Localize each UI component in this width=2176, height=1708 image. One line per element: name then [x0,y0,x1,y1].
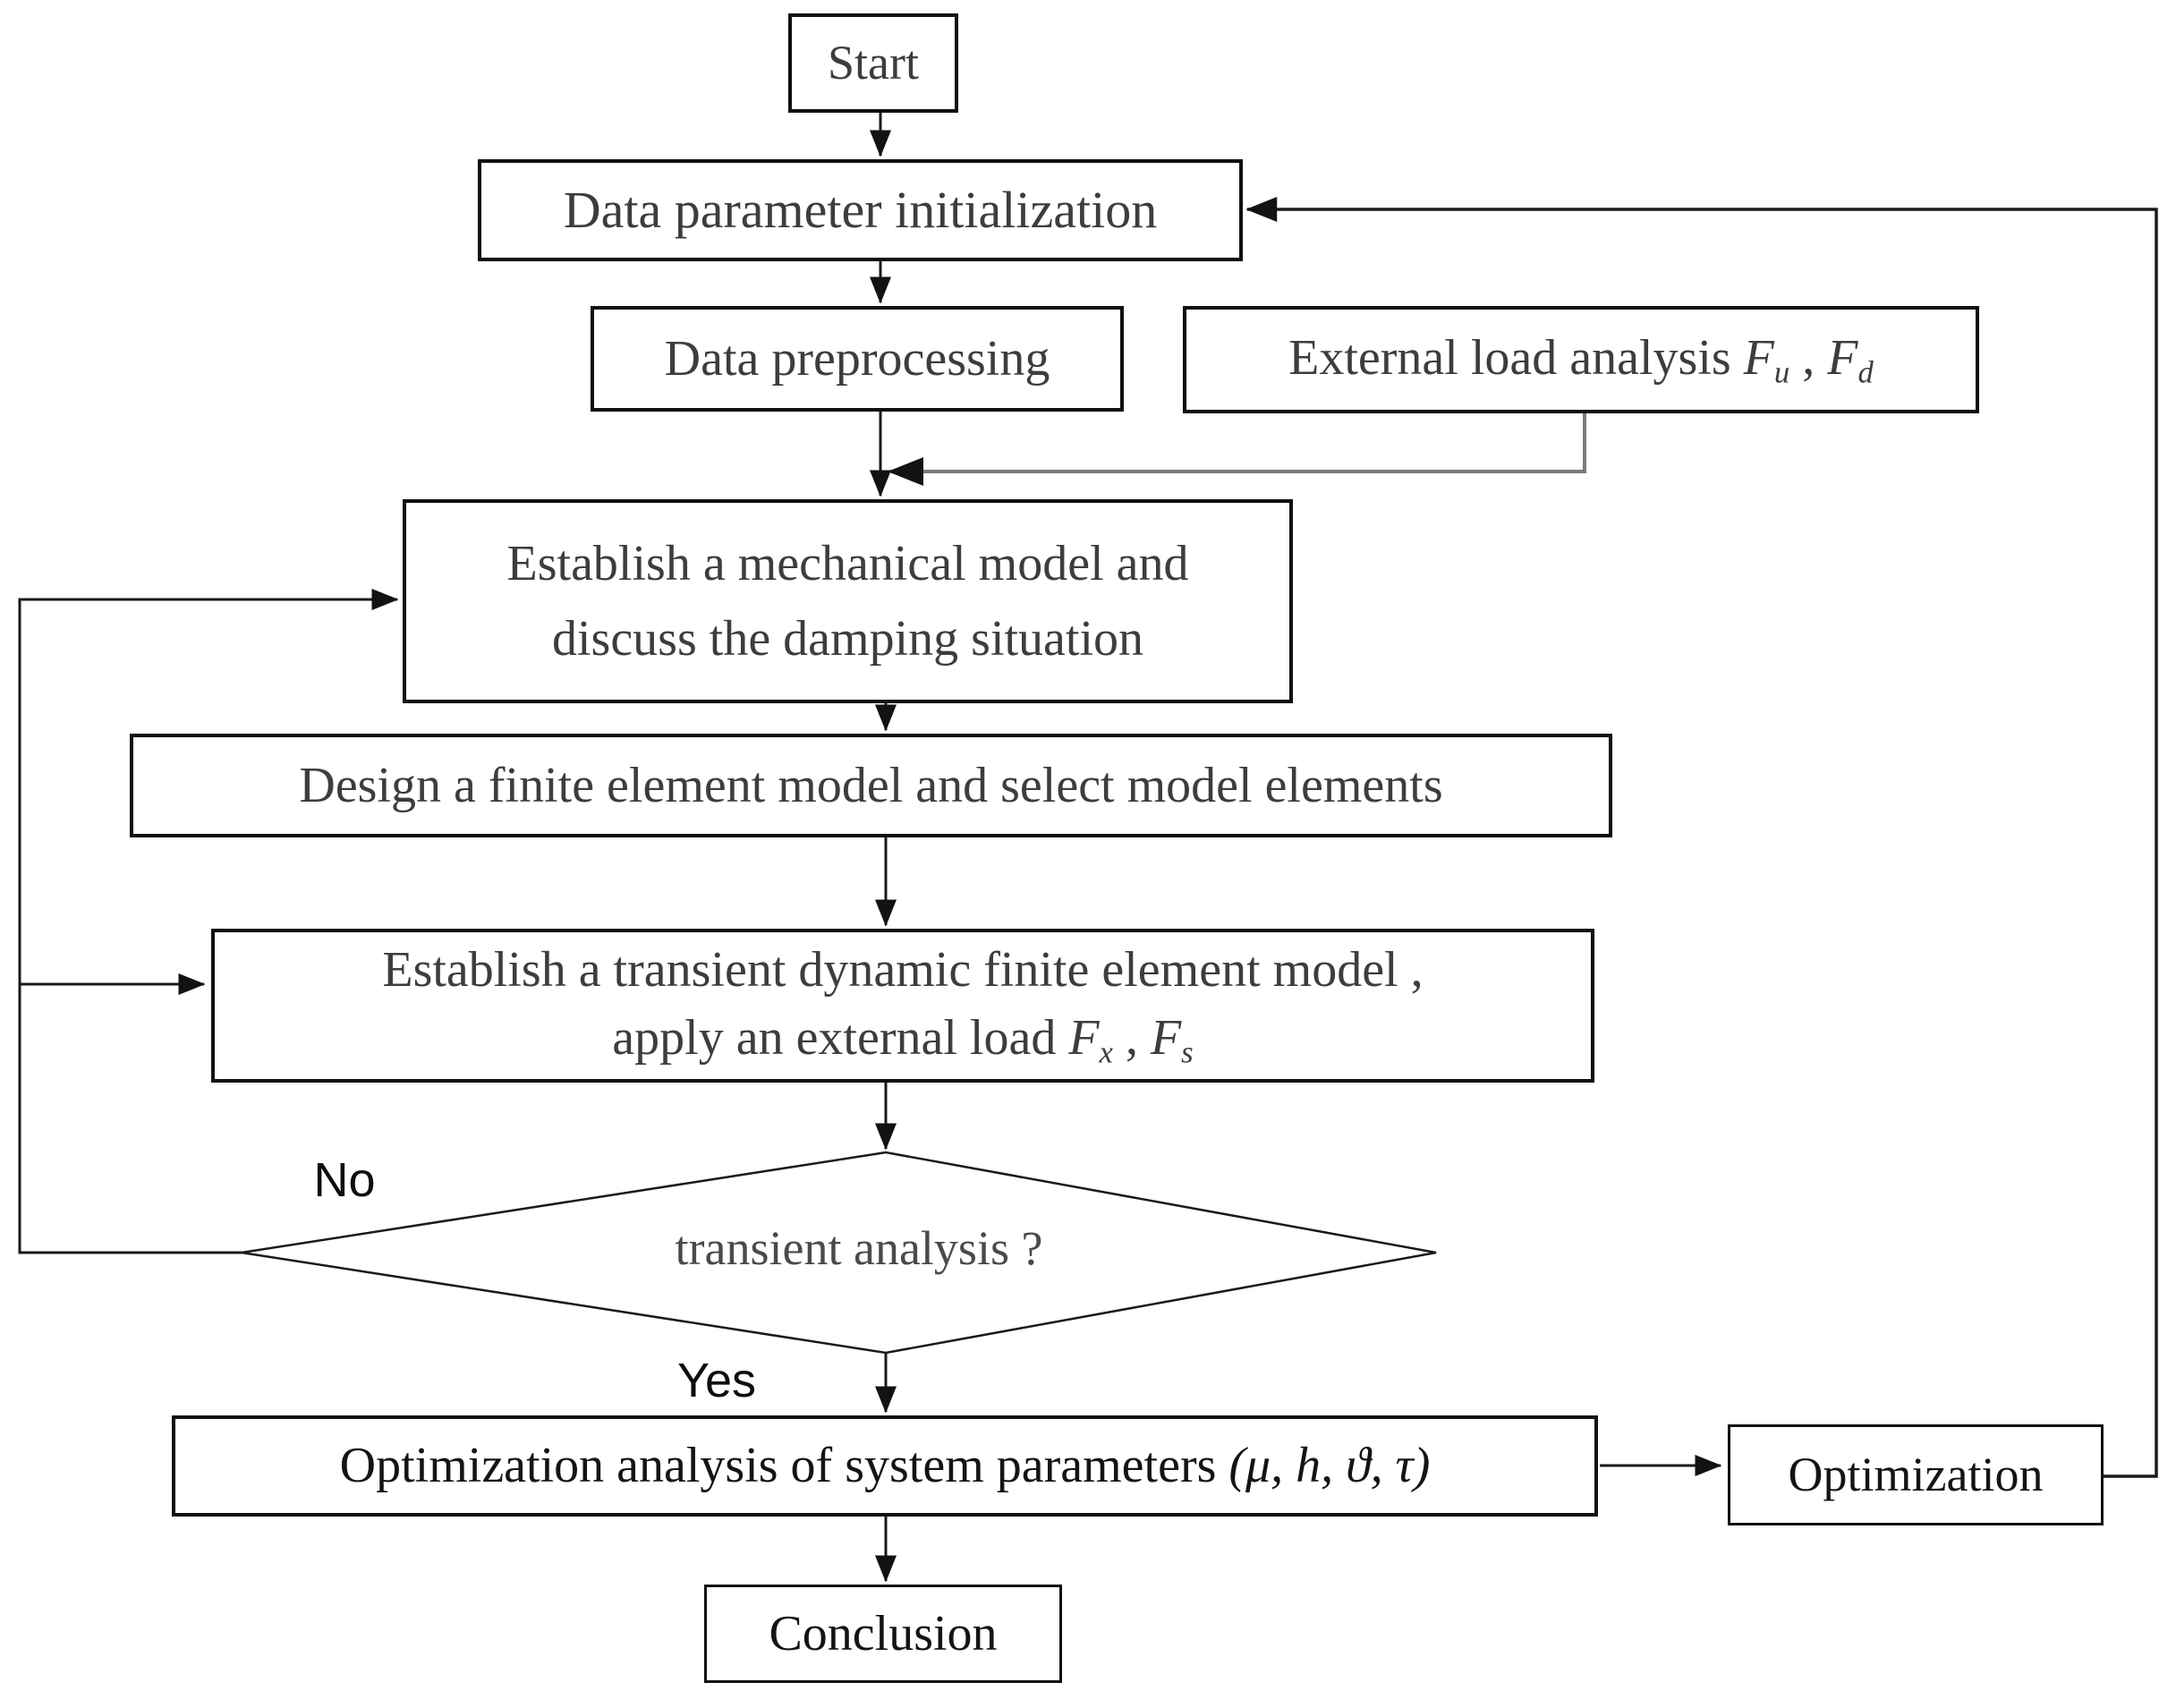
mechanical-line2: discuss the damping situation [551,611,1144,667]
node-optimization-analysis: Optimization analysis of system paramete… [172,1415,1598,1517]
node-establish-mechanical-model: Establish a mechanical model and discuss… [403,499,1293,703]
mechanical-line1: Establish a mechanical model and [506,535,1189,591]
node-external-label: External load analysis Fu , Fd [1288,327,1874,392]
external-label-text: External load analysis [1288,329,1744,386]
edge-label-yes: Yes [676,1354,757,1407]
external-var2: F [1827,329,1858,386]
transient-line2: apply an external load Fx , Fs [612,1007,1193,1072]
transient-var2: F [1150,1010,1182,1066]
transient-line1: Establish a transient dynamic finite ele… [382,941,1424,998]
node-design-finite-element-model: Design a finite element model and select… [130,734,1612,837]
node-start: Start [788,13,958,113]
transient-var1: F [1068,1010,1100,1066]
edge-external-join [888,412,1586,486]
node-design-label: Design a finite element model and select… [299,757,1443,813]
external-var1: F [1743,329,1774,386]
node-init-label: Data parameter initialization [563,180,1158,239]
node-conclusion: Conclusion [704,1585,1062,1683]
opt-analysis-label: Optimization analysis of system paramete… [340,1435,1431,1496]
decision-label: transient analysis ? [675,1221,1043,1275]
node-optimization-label: Optimization [1788,1447,2044,1501]
opt-analysis-params: (μ, h, ϑ, τ) [1228,1438,1431,1494]
node-data-parameter-initialization: Data parameter initialization [478,159,1243,261]
transient-var2-sub: s [1181,1034,1194,1070]
external-var2-sub: d [1857,354,1874,390]
node-conclusion-label: Conclusion [769,1605,998,1661]
node-transient-dynamic-model: Establish a transient dynamic finite ele… [211,929,1594,1083]
edge-decision-no-loop [18,589,399,1254]
external-separator: , [1789,329,1828,386]
transient-line2-text: apply an external load [612,1010,1069,1066]
opt-analysis-text: Optimization analysis of system paramete… [339,1438,1229,1494]
edge-optimization-feedback-to-init [1245,197,2158,1478]
node-optimization: Optimization [1728,1424,2104,1525]
edge-label-no: No [313,1153,376,1207]
external-var1-sub: u [1773,354,1790,390]
node-start-label: Start [828,35,919,89]
transient-var1-sub: x [1099,1034,1113,1070]
transient-separator: , [1112,1010,1151,1066]
node-external-load-analysis: External load analysis Fu , Fd [1183,306,1979,413]
node-data-preprocessing: Data preprocessing [591,306,1124,412]
node-preprocess-label: Data preprocessing [664,330,1050,387]
